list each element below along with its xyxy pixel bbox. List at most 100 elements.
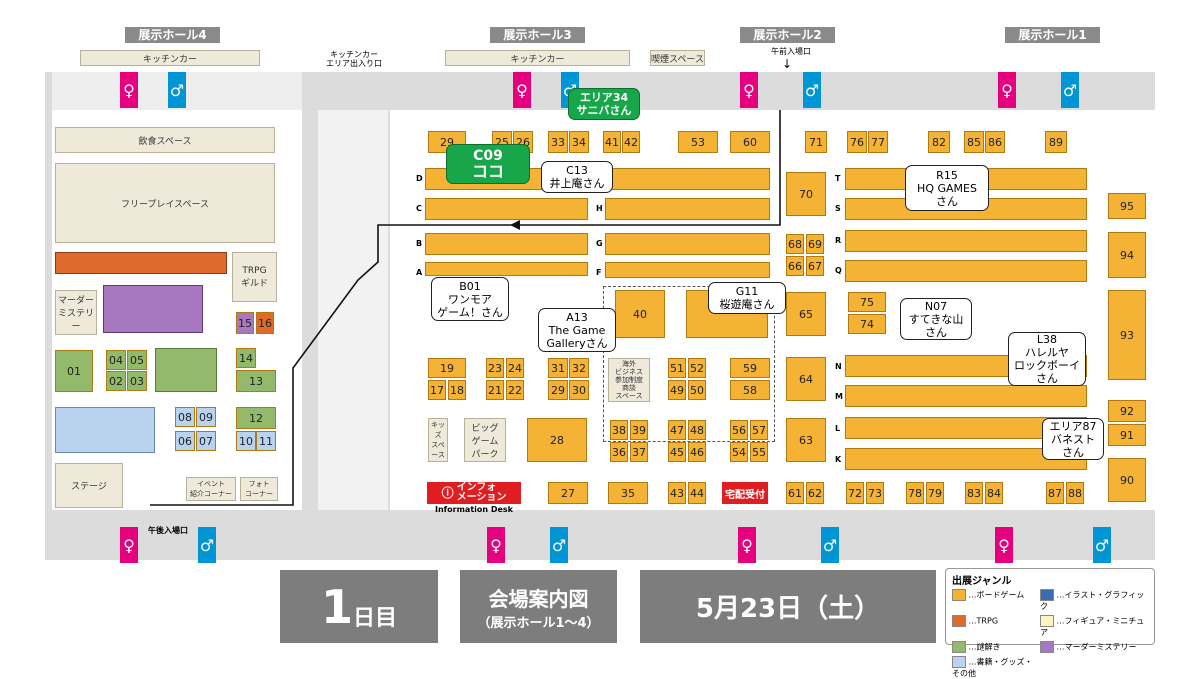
row-G [605, 233, 770, 255]
booth-46: 46 [688, 442, 706, 462]
booth-37: 37 [630, 442, 648, 462]
booth-16: 16 [256, 312, 274, 334]
callout-N07: N07 すてきな山 さん [900, 298, 972, 340]
booth-13: 13 [236, 370, 276, 392]
booth-83: 83 [965, 482, 983, 504]
day-number: 1 [320, 579, 353, 634]
kitchen-car-hall3: キッチンカー [445, 50, 630, 66]
legend-item-murder: …マーダーミステリー [1040, 641, 1150, 653]
restroom-hall1-bottom: ♀♂ [995, 527, 1111, 563]
callout-R15: R15 HQ GAMES さん [905, 165, 989, 211]
booth-82: 82 [928, 131, 950, 153]
hall4-murder-row [103, 285, 203, 333]
am-entrance-label: 午前入場口 [771, 47, 811, 56]
booth-73: 73 [866, 482, 884, 504]
dining-space: 飲食スペース [55, 127, 275, 153]
booth-62: 62 [806, 482, 824, 504]
booth-45: 45 [668, 442, 686, 462]
smoking-space: 喫煙スペース [650, 50, 705, 66]
row-letter-H: H [596, 204, 603, 213]
delivery-desk[interactable]: 宅配受付 [722, 482, 768, 504]
row-letter-D: D [416, 174, 423, 183]
date-box: 5月23日（土） [640, 570, 936, 643]
callout-A13-suffix: Galleryさん [546, 336, 608, 350]
corridor [318, 110, 388, 510]
info-desk-en: Information Desk [434, 505, 514, 514]
legend-item-nazotoki: …謎解き [952, 641, 1040, 653]
booth-06: 06 [175, 431, 195, 451]
row-M [845, 385, 1087, 407]
row-letter-F: F [596, 268, 602, 277]
booth-71: 71 [805, 131, 827, 153]
callout-C09-code: C09 [473, 148, 503, 164]
legend-title: 出展ジャンル [952, 576, 1012, 587]
booth-93: 93 [1108, 290, 1146, 380]
booth-61: 61 [786, 482, 804, 504]
row-R [845, 230, 1087, 252]
booth-60: 60 [730, 131, 770, 153]
row-A [425, 262, 588, 276]
callout-A13-name: The Game [548, 323, 606, 337]
callout-G11: G11 桜遊庵さん [708, 282, 786, 314]
booth-72: 72 [846, 482, 864, 504]
restroom-hall3-bottom: ♀♂ [487, 527, 568, 563]
info-desk-label: インフォ メーション [456, 482, 507, 503]
booth-31: 31 [548, 358, 568, 378]
booth-68: 68 [786, 234, 804, 254]
booth-69: 69 [806, 234, 824, 254]
murder-mystery: マーダー ミステリー [55, 290, 97, 335]
callout-G11-text: 桜遊庵さん [719, 298, 775, 311]
booth-44: 44 [688, 482, 706, 504]
booth-03: 03 [127, 371, 147, 391]
callout-L38-name1: ハレルヤ [1025, 346, 1069, 359]
booth-10: 10 [236, 431, 256, 451]
callout-L38-code: L38 [1036, 333, 1058, 346]
callout-area34-code: エリア34 [579, 91, 629, 104]
booth-15: 15 [236, 312, 254, 334]
booth-43: 43 [668, 482, 686, 504]
callout-R15-code: R15 [936, 168, 958, 182]
row-letter-G: G [596, 239, 603, 248]
down-arrow-icon: ↓ [782, 57, 793, 71]
callout-N07-name: すてきな山 [908, 312, 964, 326]
day-box: 1 日目 [280, 570, 438, 643]
callout-area34: エリア34 サニバさん [568, 88, 640, 120]
booth-12: 12 [236, 407, 276, 429]
booth-27: 27 [548, 482, 588, 504]
callout-C09: C09 ココ [446, 144, 530, 184]
freeplay-space: フリープレイスペース [55, 163, 275, 243]
legend-item-books: …書籍・グッズ・その他 [952, 656, 1033, 678]
row-letter-A: A [416, 268, 423, 277]
row-letter-T: T [835, 174, 841, 183]
booth-74: 74 [848, 314, 886, 334]
booth-66: 66 [786, 256, 804, 276]
hall-label-2: 展示ホール2 [740, 27, 835, 43]
restroom-hall4-bottom: ♀♂ [120, 527, 216, 563]
row-C [425, 198, 588, 220]
booth-86: 86 [985, 131, 1005, 153]
booth-84: 84 [985, 482, 1003, 504]
event-date: 5月23日（土） [695, 594, 881, 624]
callout-A13: A13 The Game Galleryさん [538, 308, 616, 352]
hall4-blue-row [55, 407, 155, 453]
title-box: 会場案内図 （展示ホール1～4） [460, 570, 617, 643]
booth-01: 01 [55, 350, 93, 392]
callout-B01-code: B01 [459, 279, 481, 293]
restroom-hall4-top: ♀♂ [120, 72, 186, 108]
callout-L38-suffix: さん [1036, 372, 1058, 385]
restroom-hall2-top: ♀♂ [740, 72, 821, 108]
trpg-guild: TRPG ギルド [232, 252, 277, 302]
row-letter-Q: Q [835, 266, 842, 275]
booth-32: 32 [569, 358, 589, 378]
callout-C09-text: ココ [471, 162, 504, 181]
restroom-hall1-top: ♀♂ [998, 72, 1079, 108]
booth-29: 29 [548, 380, 568, 400]
hall-label-1: 展示ホール1 [1005, 27, 1100, 43]
callout-L38: L38 ハレルヤ ロックボーイ さん [1008, 332, 1086, 386]
booth-65: 65 [786, 292, 826, 336]
callout-N07-code: N07 [924, 299, 948, 313]
booth-85: 85 [964, 131, 984, 153]
booth-07: 07 [196, 431, 216, 451]
hall4-trpg-row [55, 252, 227, 274]
